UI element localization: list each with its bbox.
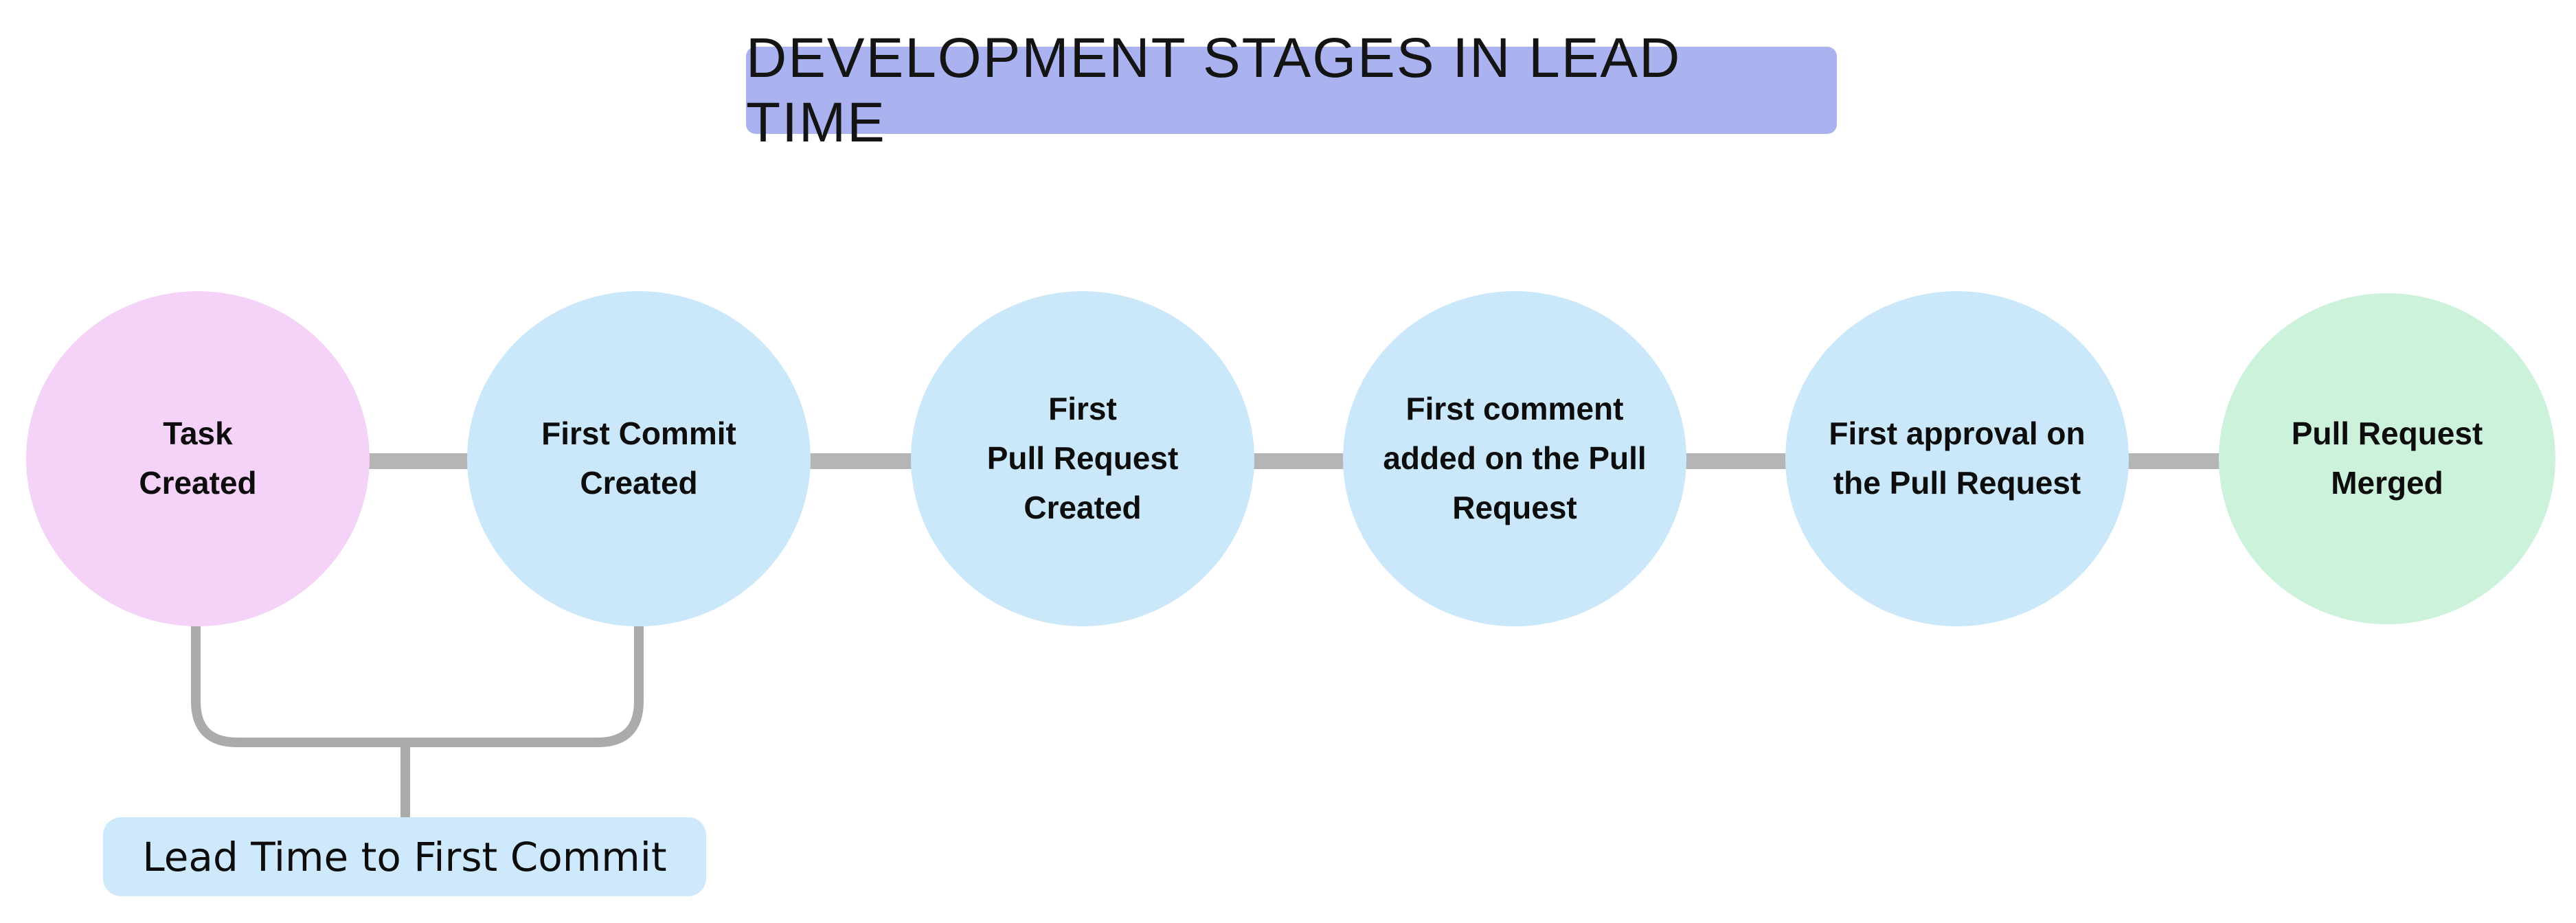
stage-circle-first-comment-added: First comment added on the Pull Request [1343,291,1686,626]
stage-circle-first-pull-request-created: First Pull Request Created [911,291,1254,626]
lead-time-bracket [191,615,644,819]
stage-circle-pull-request-merged: Pull Request Merged [2219,293,2555,624]
diagram-title: DEVELOPMENT STAGES IN LEAD TIME [746,27,1837,154]
lead-time-label: Lead Time to First Commit [103,817,706,896]
stage-circle-task-created: Task Created [26,291,370,626]
lead-time-bracket-path [191,615,644,819]
stage-circle-first-commit-created: First Commit Created [467,291,811,626]
stage-circle-first-approval: First approval on the Pull Request [1785,291,2129,626]
